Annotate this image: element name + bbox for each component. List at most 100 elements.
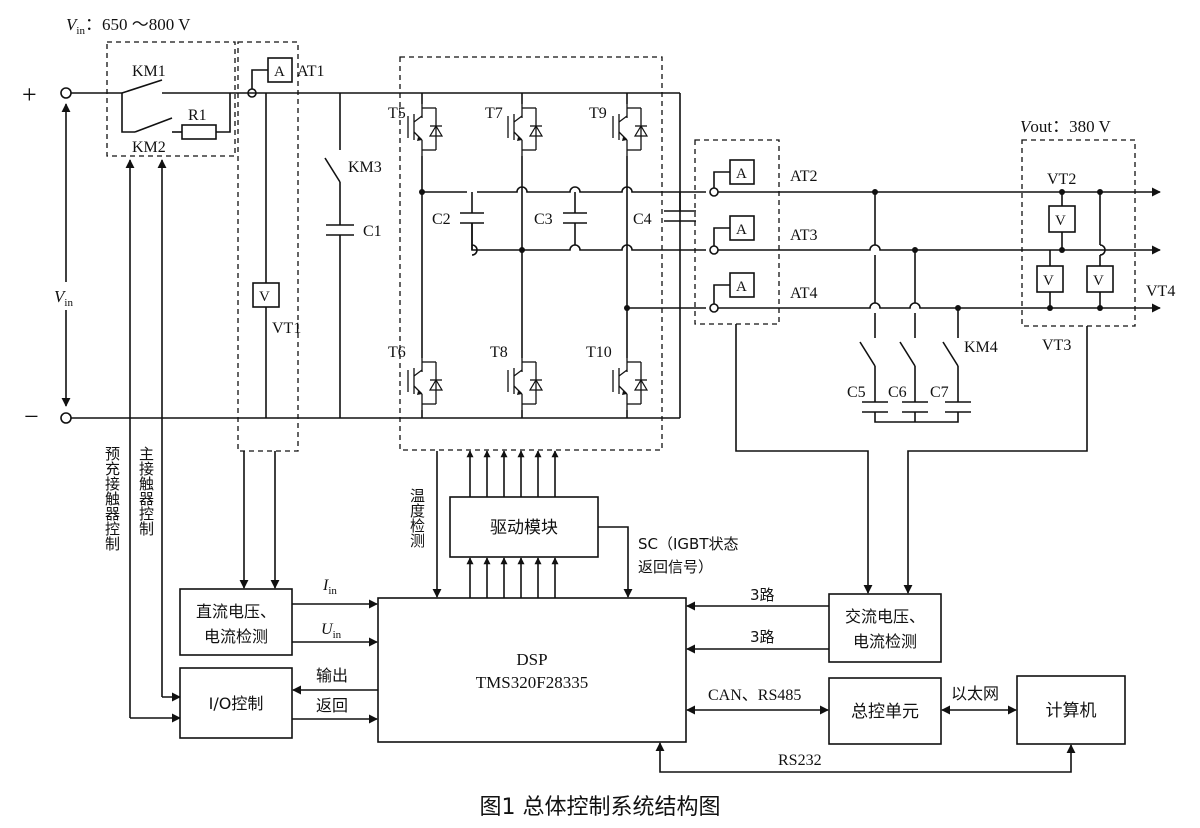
vt-dashed-box <box>1021 139 1136 327</box>
svg-text:I/O控制: I/O控制 <box>209 694 264 713</box>
main-contactor-control-label: 主接触器控制 <box>137 446 155 536</box>
km1-label: KM1 <box>132 63 166 80</box>
t6-label: T6 <box>388 344 406 361</box>
at1-vt1-dashed-box <box>237 41 299 452</box>
iin-label: Iin <box>322 577 337 597</box>
vt4-label: VT4 <box>1146 283 1175 300</box>
dc-detect-block <box>179 588 293 656</box>
precharge-dashed-box <box>106 41 236 157</box>
c7-label: C7 <box>930 384 949 401</box>
km2-switch <box>134 117 173 133</box>
t9-label: T9 <box>589 105 607 122</box>
sc-label-line1: SC（IGBT状态 <box>638 535 739 553</box>
at1-ammeter <box>267 57 293 83</box>
master-control-block <box>828 677 942 745</box>
km4-switch-b <box>899 341 916 367</box>
vt2-voltmeter <box>1048 205 1076 233</box>
c5-label: C5 <box>847 384 866 401</box>
r1-resistor <box>181 124 217 140</box>
svg-text:总控单元: 总控单元 <box>851 702 919 722</box>
svg-text:V: V <box>1055 213 1066 229</box>
t8-label: T8 <box>490 344 508 361</box>
at3-label: AT3 <box>790 227 818 244</box>
uin-label: Uin <box>321 621 342 641</box>
inverter-dashed-box <box>399 56 663 451</box>
vin-range-label: Vin：650 ～800 V <box>66 15 191 37</box>
vout-label: Vout：380 V <box>1020 117 1112 136</box>
svg-text:DSP: DSP <box>516 650 547 669</box>
vt1-label: VT1 <box>272 320 301 337</box>
km4-label: KM4 <box>964 339 998 356</box>
t8-igbt <box>507 357 543 411</box>
temperature-detect-label: 温度检测 <box>408 488 426 548</box>
t7-label: T7 <box>485 105 503 122</box>
t7-igbt <box>507 103 543 157</box>
rs232-label: RS232 <box>778 752 822 769</box>
at4-ammeter: A <box>709 272 755 313</box>
return-signal-label: 返回 <box>316 696 348 715</box>
three-channel-label-a: 3路 <box>750 586 775 604</box>
c4-label: C4 <box>633 211 652 228</box>
computer-block <box>1016 675 1126 745</box>
vt3-voltmeter <box>1036 265 1064 293</box>
t10-label: T10 <box>586 344 612 361</box>
io-control-block <box>179 667 293 739</box>
svg-text:交流电压、: 交流电压、 <box>845 607 925 626</box>
minus-terminal-sign: − <box>24 402 39 431</box>
ac-detect-block <box>828 593 942 663</box>
dsp-to-driver-arrows <box>466 557 559 598</box>
c2-label: C2 <box>432 211 451 228</box>
r1-label: R1 <box>188 107 207 124</box>
t6-igbt <box>407 357 443 411</box>
km4-switch-a <box>859 341 876 367</box>
sc-label-line2: 返回信号） <box>638 558 713 576</box>
t9-igbt <box>612 103 648 157</box>
ethernet-label: 以太网 <box>951 684 999 703</box>
svg-text:直流电压、: 直流电压、 <box>196 602 276 621</box>
svg-text:V: V <box>259 289 270 305</box>
svg-text:A: A <box>736 279 747 295</box>
at1-label: AT1 <box>297 63 325 80</box>
output-signal-label: 输出 <box>316 666 348 685</box>
km3-label: KM3 <box>348 159 382 176</box>
km2-label: KM2 <box>132 139 166 156</box>
c1-label: C1 <box>363 223 382 240</box>
svg-text:V: V <box>1093 273 1104 289</box>
svg-text:电流检测: 电流检测 <box>853 632 917 651</box>
output-line-3 <box>718 302 1161 313</box>
svg-text:A: A <box>736 166 747 182</box>
vt3-label: VT3 <box>1042 337 1071 354</box>
minus-terminal <box>60 412 72 424</box>
svg-text:驱动模块: 驱动模块 <box>490 518 558 538</box>
km1-switch <box>121 79 163 94</box>
svg-text:计算机: 计算机 <box>1046 701 1097 721</box>
at2-at4-dashed-box <box>694 139 780 325</box>
plus-terminal <box>60 87 72 99</box>
precharge-control-label: 预充接触器控制 <box>103 446 121 551</box>
vin-side-label: Vin <box>54 287 73 309</box>
driver-module-block <box>449 496 599 558</box>
km3-switch <box>324 157 341 183</box>
vt2-label: VT2 <box>1047 171 1076 188</box>
at3-ammeter: A <box>709 215 755 255</box>
at4-label: AT4 <box>790 285 818 302</box>
c3-label: C3 <box>534 211 553 228</box>
km4-switch-c <box>942 341 959 367</box>
output-line-2 <box>718 244 1161 255</box>
t5-igbt <box>407 103 443 157</box>
c6-label: C6 <box>888 384 907 401</box>
svg-text:A: A <box>736 222 747 238</box>
driver-to-igbt-arrows <box>466 450 559 497</box>
phase-line-2 <box>522 244 706 251</box>
svg-text:V: V <box>1043 273 1054 289</box>
svg-text:A: A <box>274 64 285 80</box>
at2-ammeter: A <box>709 159 755 197</box>
can-rs485-label: CAN、RS485 <box>708 687 801 704</box>
phase-line-1 <box>422 186 706 193</box>
three-channel-label-b: 3路 <box>750 628 775 646</box>
svg-text:TMS320F28335: TMS320F28335 <box>476 673 588 692</box>
plus-terminal-sign: + <box>22 80 37 109</box>
t10-igbt <box>612 357 648 411</box>
t5-label: T5 <box>388 105 406 122</box>
